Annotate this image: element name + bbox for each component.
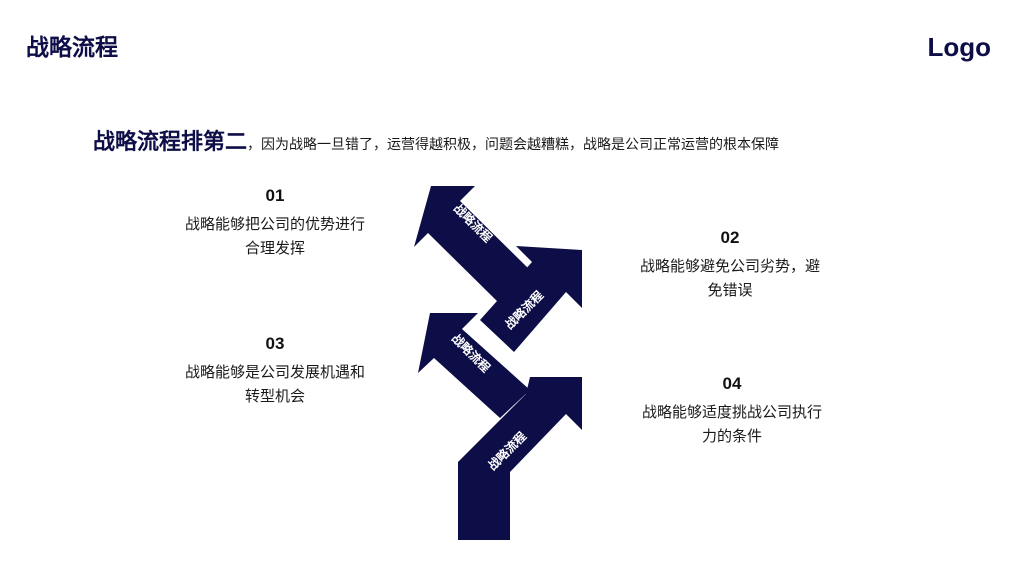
point-03: 03 战略能够是公司发展机遇和转型机会 [175, 334, 375, 408]
point-text: 战略能够适度挑战公司执行力的条件 [642, 403, 823, 445]
logo: Logo [927, 32, 991, 62]
point-01: 01 战略能够把公司的优势进行合理发挥 [175, 186, 375, 260]
point-text: 战略能够避免公司劣势，避免错误 [640, 257, 821, 299]
point-number: 04 [722, 374, 742, 393]
arrow-shape-2: 战略流程 [480, 246, 582, 352]
point-number: 03 [265, 334, 285, 353]
headline-highlight: 战略流程排第二 [93, 130, 248, 155]
page-title: 战略流程 [26, 35, 118, 61]
point-text: 战略能够是公司发展机遇和转型机会 [185, 363, 366, 405]
point-text: 战略能够把公司的优势进行合理发挥 [185, 215, 366, 257]
arrow-shape-4: 战略流程 [458, 377, 582, 540]
headline-description: ，因为战略一旦错了，运营得越积极，问题会越糟糕，战略是公司正常运营的根本保障 [247, 137, 780, 153]
headline: 战略流程排第二，因为战略一旦错了，运营得越积极，问题会越糟糕，战略是公司正常运营… [93, 124, 973, 156]
point-02: 02 战略能够避免公司劣势，避免错误 [630, 228, 830, 302]
point-number: 02 [720, 228, 740, 247]
point-04: 04 战略能够适度挑战公司执行力的条件 [632, 374, 832, 448]
point-number: 01 [265, 186, 285, 205]
